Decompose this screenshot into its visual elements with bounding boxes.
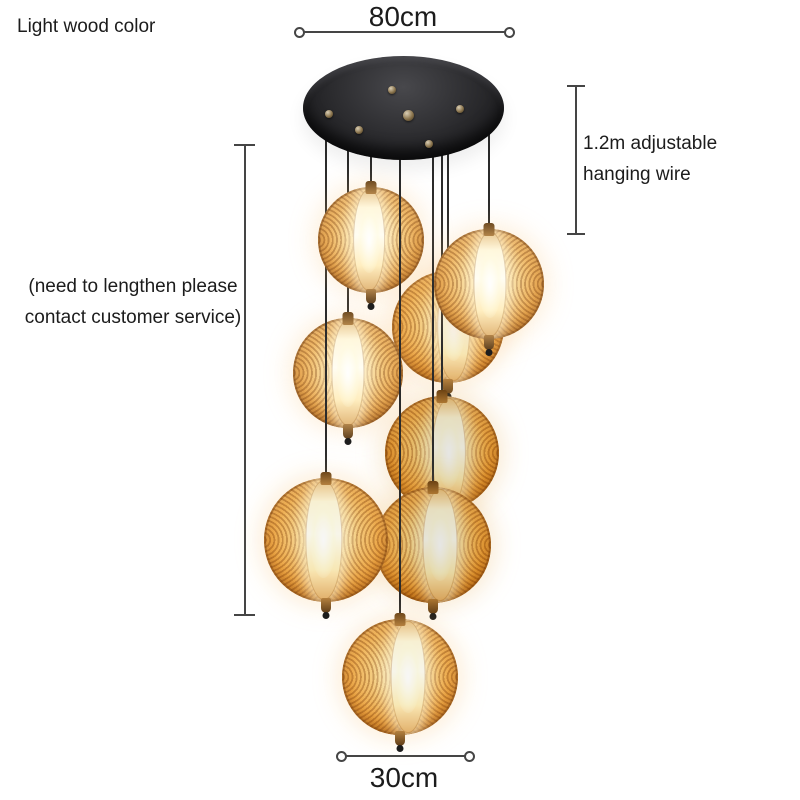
lamp-shade <box>375 487 491 603</box>
lamp-top-knob <box>320 472 332 485</box>
top-width-dimension-line <box>299 31 506 33</box>
lamp-top-knob <box>342 312 354 325</box>
lamp-glow-band <box>473 231 507 337</box>
lamp-bottom-finial <box>428 599 438 614</box>
hanging-wire <box>399 126 401 614</box>
lamp-upper-right <box>434 223 544 350</box>
hanging-wire <box>488 126 490 224</box>
lamp-shade <box>293 318 403 428</box>
lamp-bottom-finial <box>443 379 453 394</box>
canopy-screw <box>456 105 464 113</box>
wire-length-note: 1.2m adjustable hanging wire <box>583 128 717 190</box>
wire-length-note-line2: hanging wire <box>583 164 691 185</box>
lamp-lower-left <box>264 472 388 613</box>
ceiling-canopy <box>303 56 504 160</box>
canopy-screw <box>388 86 396 94</box>
hanging-wire <box>325 126 327 473</box>
drop-height-dimension-line <box>244 145 246 615</box>
lamp-bottom-finial <box>321 598 331 613</box>
drop-dimension-top-cap <box>234 144 255 146</box>
shade-dimension-right-endpoint <box>464 751 475 762</box>
lamp-shade <box>318 187 424 293</box>
lamp-top-left <box>318 181 424 304</box>
wire-length-note-line1: 1.2m adjustable <box>583 133 718 154</box>
lamp-shade <box>264 478 388 602</box>
canopy-screw <box>355 126 363 134</box>
lamp-glow-band <box>390 621 426 733</box>
wire-dimension-bottom-cap <box>567 233 585 235</box>
lamp-top-knob <box>483 223 495 236</box>
top-dimension-left-endpoint <box>294 27 305 38</box>
canopy-screw <box>403 110 414 121</box>
lamp-top-knob <box>394 613 406 626</box>
lamp-top-knob <box>365 181 377 194</box>
lamp-top-knob <box>427 481 439 494</box>
shade-width-dimension-line <box>341 755 467 757</box>
lamp-glow-band <box>331 320 365 426</box>
lengthen-note-line2: contact customer service) <box>24 307 242 328</box>
lamp-glow-band <box>304 480 343 600</box>
lamp-mid-left <box>293 312 403 439</box>
color-name-label: Light wood color <box>17 16 156 37</box>
drop-dimension-bottom-cap <box>234 614 255 616</box>
canopy-screw <box>425 140 433 148</box>
hanging-wire <box>447 126 449 266</box>
lamp-bottom <box>342 613 458 746</box>
lamp-top-knob <box>436 390 448 403</box>
lengthen-service-note: (need to lengthen please contact custome… <box>18 271 248 333</box>
lamp-bottom-finial <box>395 731 405 746</box>
lamp-bottom-finial <box>366 289 376 304</box>
lamp-bottom-finial <box>343 424 353 439</box>
shade-dimension-left-endpoint <box>336 751 347 762</box>
canopy-screw <box>325 110 333 118</box>
wire-length-dimension-line <box>575 86 577 234</box>
wire-dimension-top-cap <box>567 85 585 87</box>
top-dimension-right-endpoint <box>504 27 515 38</box>
lamp-shade <box>434 229 544 339</box>
top-width-label: 80cm <box>368 1 438 32</box>
lamp-bottom-finial <box>484 335 494 350</box>
lengthen-note-line1: (need to lengthen please <box>28 276 238 297</box>
hanging-wire <box>432 126 434 482</box>
lamp-glow-band <box>352 189 385 291</box>
lamp-lower-center <box>375 481 491 614</box>
lamp-glow-band <box>422 489 458 601</box>
shade-width-label: 30cm <box>369 762 439 793</box>
lamp-shade <box>342 619 458 735</box>
